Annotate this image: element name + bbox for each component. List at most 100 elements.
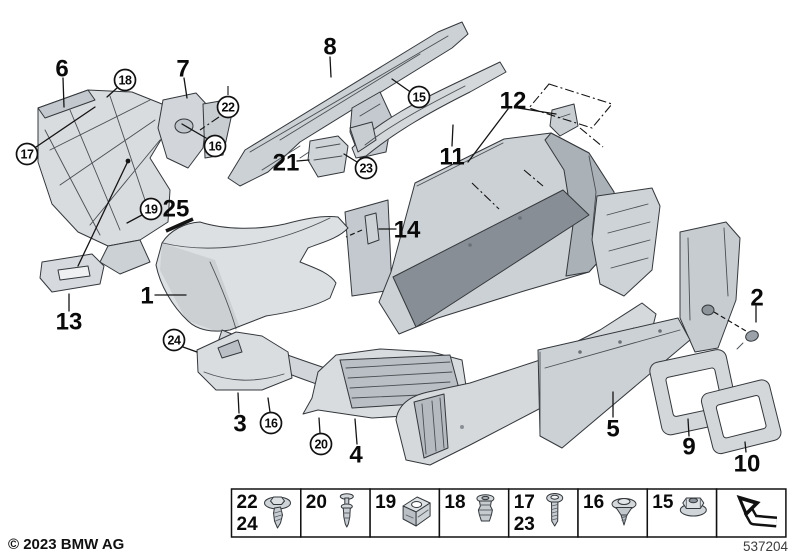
part-2-cap: [736, 330, 759, 350]
callout-number: 11: [439, 144, 464, 171]
callout-circle: [139, 197, 163, 221]
diagram-number: 537204: [743, 539, 789, 554]
flange-nut-icon: [679, 497, 707, 517]
legend-number: 19: [375, 492, 396, 513]
legend-number: 18: [444, 492, 465, 513]
callout-circle: [15, 142, 39, 166]
callout-1[interactable]: 1: [140, 283, 153, 310]
callout-6[interactable]: 6: [55, 56, 68, 83]
callout-8[interactable]: 8: [323, 34, 336, 61]
callout-number: 4: [349, 442, 363, 469]
legend-number: 15: [652, 492, 674, 513]
construction-lines: [199, 83, 747, 332]
legend-cell-arrow: [715, 488, 787, 538]
legend-number: 17: [514, 492, 535, 513]
callout-circle: [216, 95, 240, 119]
callout-19-circled[interactable]: 19: [139, 197, 163, 221]
callout-number: 1: [140, 283, 153, 310]
callout-16-circled[interactable]: 16: [203, 134, 227, 158]
legend-cell-19: 19: [369, 488, 441, 538]
callout-7[interactable]: 7: [176, 56, 189, 83]
callout-15-circled[interactable]: 15: [407, 85, 431, 109]
callout-circle: [259, 411, 283, 435]
legend-cell-20: 20: [300, 488, 371, 538]
copyright-text: © 2023 BMW AG: [8, 536, 124, 553]
callout-number: 5: [606, 416, 619, 443]
callout-10[interactable]: 10: [734, 451, 761, 478]
leader-lines: [35, 56, 757, 453]
callout-12[interactable]: 12: [500, 88, 527, 115]
legend-cell-border: [507, 488, 579, 538]
callout-number: 21: [273, 150, 300, 177]
callout-circle: [407, 85, 431, 109]
callout-11[interactable]: 11: [439, 144, 464, 171]
callout-9[interactable]: 9: [682, 434, 695, 461]
legend-cell-border: [438, 488, 510, 538]
callout-number: 2: [750, 285, 763, 312]
callout-2[interactable]: 2: [750, 285, 763, 312]
callout-number: 15: [412, 91, 426, 105]
callout-14[interactable]: 14: [394, 217, 421, 244]
legend-number: 16: [583, 492, 604, 513]
part-3-corner-trim: [196, 331, 293, 391]
callout-21[interactable]: 21: [273, 150, 300, 177]
callout-20-circled[interactable]: 20: [309, 432, 333, 456]
callout-25[interactable]: 25: [163, 196, 190, 223]
right-grille-insert: [591, 187, 661, 297]
callout-number: 14: [394, 217, 421, 244]
callout-number: 6: [55, 56, 68, 83]
callout-24-circled[interactable]: 24: [162, 328, 186, 352]
callout-number: 17: [20, 148, 34, 162]
legend-cell-border: [577, 488, 649, 538]
part-10-frame: [700, 379, 782, 455]
legend-cell-16: 16: [577, 488, 649, 538]
callout-number: 19: [144, 203, 158, 217]
legend-cell-15: 15: [646, 488, 718, 538]
callout-17-circled[interactable]: 17: [15, 142, 39, 166]
callout-number: 16: [264, 417, 278, 431]
part-14-bracket: [364, 212, 380, 245]
callout-circle: [162, 328, 186, 352]
part-1-bumper-cover: [155, 216, 349, 332]
legend-number: 20: [306, 492, 327, 513]
parts-illustration: [37, 21, 782, 466]
legend-cell-border: [300, 488, 371, 538]
callout-22-circled[interactable]: 22: [216, 95, 240, 119]
callout-number: 25: [163, 196, 190, 223]
callout-16-circled[interactable]: 16: [259, 411, 283, 435]
bumper-centre-panel: [378, 132, 619, 335]
callout-circle: [354, 156, 378, 180]
callout-number: 13: [56, 309, 83, 336]
callout-circle: [309, 432, 333, 456]
callout-number: 8: [323, 34, 336, 61]
legend-number: 24: [237, 514, 259, 535]
callout-number: 9: [682, 434, 695, 461]
side-panel: [679, 221, 741, 353]
part-11-reinforcement-arm: [349, 61, 507, 159]
callout-13[interactable]: 13: [56, 309, 83, 336]
bumper-return-flange: [344, 199, 393, 297]
callout-number: 16: [208, 140, 222, 154]
callout-4[interactable]: 4: [349, 442, 363, 469]
callout-18-circled[interactable]: 18: [113, 68, 137, 92]
callout-23-circled[interactable]: 23: [354, 156, 378, 180]
callout-number: 22: [221, 101, 235, 115]
callout-number: 24: [167, 334, 181, 348]
callout-number: 23: [359, 162, 373, 176]
legend-number: 22: [237, 492, 258, 513]
part-13-trim-piece: [39, 253, 105, 293]
part-5-lower-trim: [537, 317, 691, 449]
callout-5[interactable]: 5: [606, 416, 619, 443]
callout-number: 3: [233, 411, 246, 438]
callout-number: 7: [176, 56, 189, 83]
part-21-guide: [307, 135, 349, 178]
callouts-layer: 6 18 17 7 22 16 8 15 21 23 11 12 19 25 1 13 14 24 3 16 20 4 5 9…: [15, 34, 764, 478]
callout-3[interactable]: 3: [233, 411, 246, 438]
callout-number: 18: [118, 74, 132, 88]
callout-circle: [113, 68, 137, 92]
